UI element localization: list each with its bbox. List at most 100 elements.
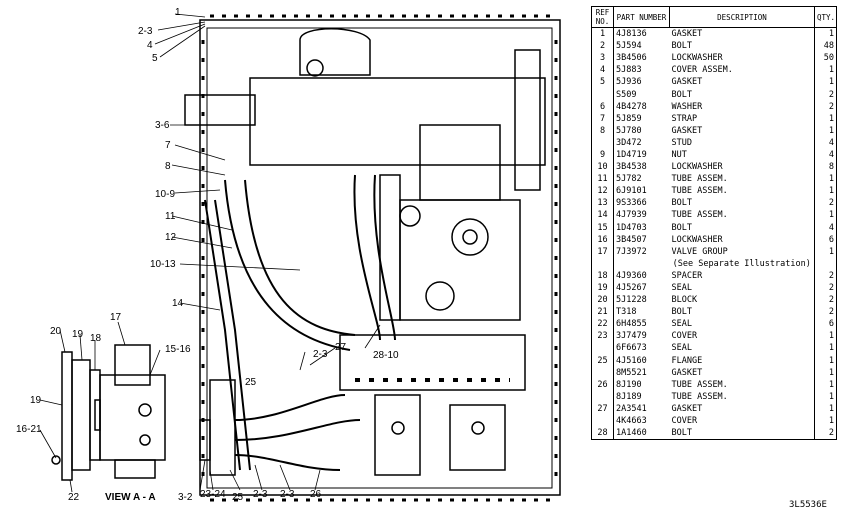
description-cell: SEAL <box>671 283 692 294</box>
part-number-cell: 5J883 <box>616 65 642 76</box>
ref-cell: 5 <box>591 76 614 89</box>
part-number-cell: 4K4663 <box>616 416 647 427</box>
ref-cell: 11 <box>591 173 614 186</box>
callout-15-16: 15-16 <box>165 344 191 355</box>
part-number-cell <box>614 258 670 270</box>
description-cell: LOCKWASHER <box>671 162 723 173</box>
callout-11: 11 <box>165 211 176 222</box>
part-number-cell: 3B4506 <box>616 53 647 64</box>
callout-20: 20 <box>50 326 62 337</box>
ref-cell <box>591 390 614 403</box>
qty-cell: 2 <box>814 306 837 319</box>
callout-28-10: 28-10 <box>373 350 399 361</box>
ref-cell: 25 <box>591 354 614 367</box>
description-cell: GASKET <box>671 125 703 136</box>
qty-cell: 1 <box>814 330 837 343</box>
part-number-cell: 1D4719 <box>616 149 647 160</box>
ref-cell <box>591 342 614 355</box>
part-number-cell: 4J9360 <box>616 270 647 281</box>
description-cell: BLOCK <box>671 295 698 306</box>
qty-cell: 2 <box>814 294 837 307</box>
ref-cell: 1 <box>591 27 614 41</box>
part-number-cell: 5J936 <box>616 77 642 88</box>
description-cell: BOLT <box>671 89 692 100</box>
callout-1: 1 <box>175 7 181 18</box>
description-cell: TUBE ASSEM. <box>671 379 728 390</box>
callout-4: 4 <box>147 40 153 51</box>
part-number-cell: 4J8136 <box>616 29 647 40</box>
description-cell: SEAL <box>671 319 692 330</box>
part-number-cell: 3B4538 <box>616 162 647 173</box>
qty-cell: 1 <box>814 64 837 77</box>
qty-cell: 1 <box>814 402 837 415</box>
callout-25-mid: 25 <box>245 377 257 388</box>
callout-2-3-b: 2-3 <box>253 489 268 500</box>
ref-cell: 3 <box>591 52 614 65</box>
qty-cell: 1 <box>814 245 837 258</box>
qty-cell: 2 <box>814 100 837 113</box>
part-number-cell: S509 <box>616 89 637 100</box>
ref-cell: 12 <box>591 185 614 198</box>
parts-list-header: REF NO. PART NUMBER DESCRIPTION QTY. <box>591 6 837 28</box>
part-number-cell: 9S3366 <box>616 198 647 209</box>
description-cell: GASKET <box>671 29 703 40</box>
part-number-cell: 1A1460 <box>613 427 670 441</box>
description-cell: SPACER <box>671 270 703 281</box>
description-cell: BOLT <box>671 41 692 52</box>
description-cell: STRAP <box>671 113 698 124</box>
ref-cell: 4 <box>591 64 614 77</box>
part-number-cell: 3B4507 <box>616 234 647 245</box>
qty-cell: 1 <box>814 173 837 186</box>
description-cell: LOCKWASHER <box>671 234 723 245</box>
qty-cell: 4 <box>814 136 837 149</box>
qty-cell: 2 <box>814 281 837 295</box>
callout-3-6: 3-6 <box>155 120 170 131</box>
description-cell: FLANGE <box>671 355 703 366</box>
part-number-cell: 3D472 <box>616 137 642 148</box>
description-cell: BOLT <box>671 222 692 233</box>
ref-cell <box>591 257 614 270</box>
description-cell: COVER ASSEM. <box>671 65 733 76</box>
description-cell: BOLT <box>671 307 692 318</box>
description-cell: VALVE GROUP <box>671 246 728 257</box>
part-number-cell: 8J189 <box>616 391 642 402</box>
description-cell: COVER <box>671 416 698 427</box>
part-number-cell: 6J9101 <box>616 186 647 197</box>
part-number-cell: 4J5267 <box>616 283 647 294</box>
table-row: (See Separate Illustration) <box>591 257 837 270</box>
callout-10-9: 10-9 <box>155 189 175 200</box>
ref-cell: 9 <box>591 148 614 162</box>
part-number-cell: 4J7939 <box>616 210 647 221</box>
description-cell: BOLT <box>669 427 815 441</box>
callout-14: 14 <box>172 298 184 309</box>
ref-cell: 20 <box>591 294 614 307</box>
ref-cell: 28 <box>591 427 614 441</box>
callout-3-2: 3-2 <box>178 492 193 503</box>
callout-17: 17 <box>110 312 122 323</box>
header-ref-no: REF NO. <box>591 6 614 28</box>
description-cell: (See Separate Illustration) <box>672 258 811 269</box>
qty-cell: 1 <box>814 209 837 222</box>
callout-2-3-c: 2-3 <box>280 489 295 500</box>
part-number-cell: T318 <box>616 307 637 318</box>
